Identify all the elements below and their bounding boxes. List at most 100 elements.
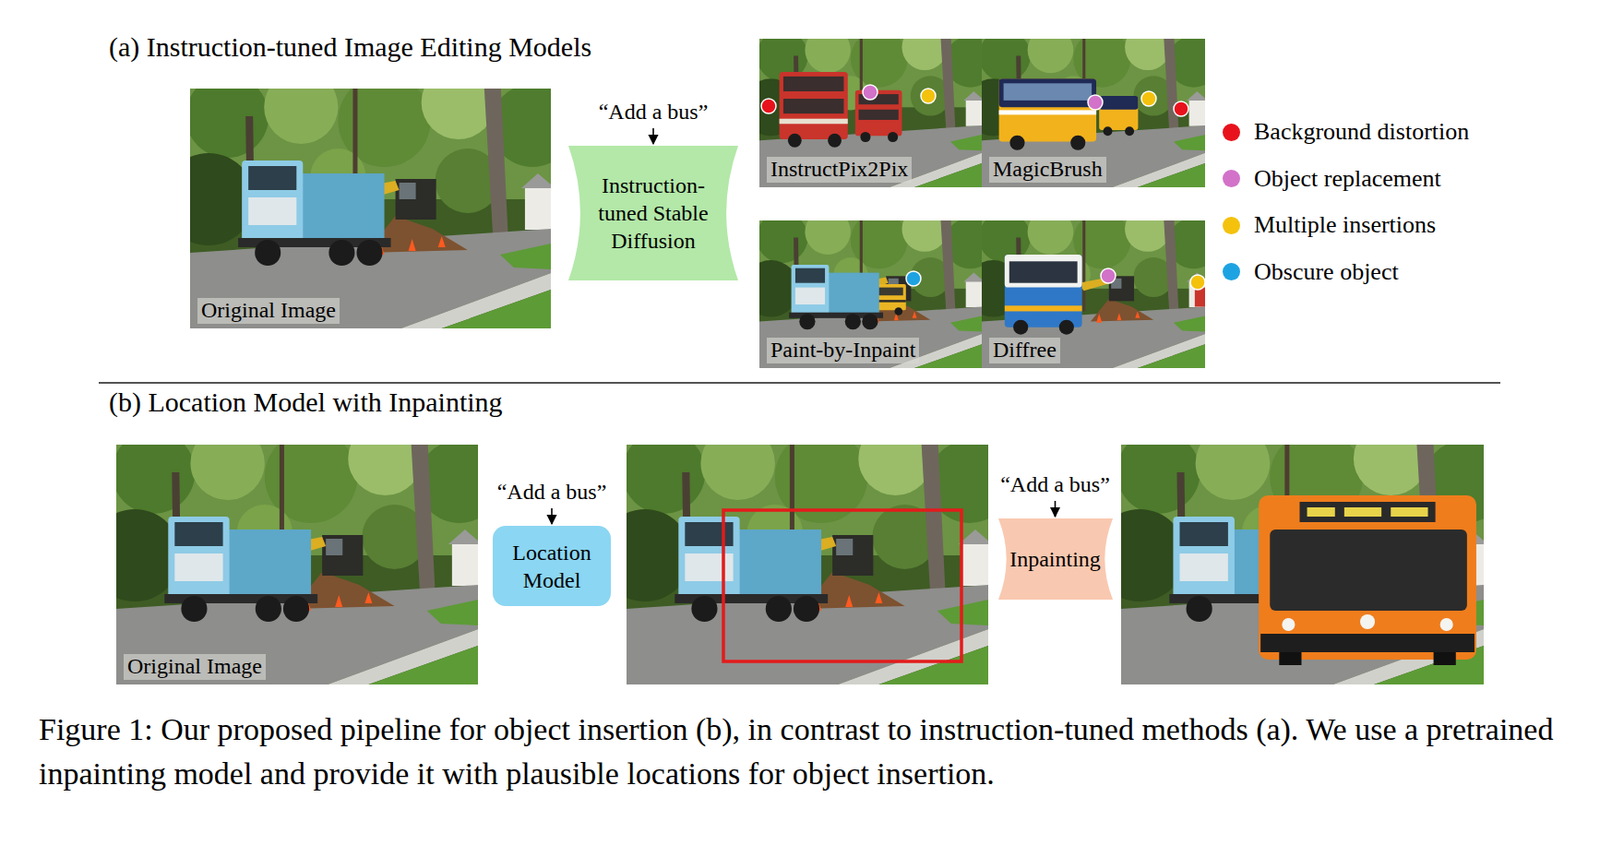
illustration-part — [1003, 83, 1093, 101]
illustration-part — [1344, 507, 1382, 517]
image-caption: Paint-by-Inpaint — [766, 337, 920, 364]
illustration-part — [1098, 95, 1138, 110]
photo-output — [1093, 421, 1507, 685]
illustration-part — [999, 78, 1097, 142]
illustration-part — [1013, 320, 1028, 335]
blue-bus — [1004, 254, 1206, 335]
image-panel: Original Image — [116, 444, 478, 685]
image-caption: Original Image — [123, 654, 266, 681]
model-shape: “Add a bus”Instruction-tuned Stable Diff… — [568, 145, 739, 281]
street-scene — [1093, 421, 1507, 685]
marker-dot — [1141, 91, 1157, 107]
image-caption: Diffree — [989, 337, 1061, 364]
dump-truck — [788, 264, 884, 330]
marker-dot — [1190, 274, 1206, 290]
image-panel: Original Image — [190, 88, 551, 329]
image-panel: MagicBrush — [981, 38, 1206, 188]
dump-truck — [164, 516, 318, 622]
illustration-part — [1124, 126, 1135, 136]
street-scene — [598, 421, 1012, 685]
illustration-part — [1004, 254, 1083, 288]
illustration-part — [783, 98, 845, 114]
illustration-part — [1004, 305, 1083, 311]
illustration-part — [1194, 287, 1206, 308]
image-caption: Original Image — [197, 298, 340, 324]
dump-truck — [674, 516, 828, 622]
street-scene — [88, 421, 502, 685]
legend-entry: Object replacement — [1222, 164, 1442, 194]
illustration-part — [779, 71, 848, 140]
illustration-part — [1440, 618, 1454, 632]
image-panel: Paint-by-Inpaint — [759, 220, 982, 369]
marker-dot — [862, 84, 878, 100]
node-label: Location Model — [492, 538, 611, 595]
marker-dot — [1100, 268, 1116, 284]
node-label: Instruction-tuned Stable Diffusion — [582, 171, 726, 255]
location-box — [723, 510, 962, 662]
yellow-bus — [999, 78, 1139, 150]
illustration-part — [1278, 652, 1302, 666]
hourglass-fill — [998, 518, 1113, 600]
illustration-part — [999, 109, 1097, 115]
illustration-part — [894, 307, 903, 316]
figure-caption: Figure 1: Our proposed pipeline for obje… — [38, 707, 1589, 797]
section-heading: (a) Instruction-tuned Image Editing Mode… — [108, 30, 592, 64]
marker-dot — [1087, 95, 1103, 110]
illustration-part — [1059, 320, 1075, 335]
photo-result — [741, 24, 996, 188]
instruction-text: “Add a bus” — [1000, 470, 1111, 499]
illustration-part — [783, 76, 845, 92]
marker-dot — [906, 271, 921, 287]
photo-result — [964, 24, 1219, 188]
image-caption: InstructPix2Pix — [766, 156, 912, 183]
illustration-part — [1098, 95, 1138, 131]
illustration-part — [1299, 501, 1435, 523]
legend-swatch — [1222, 262, 1241, 281]
illustration-part — [1070, 135, 1086, 151]
illustration-part — [1307, 507, 1336, 517]
legend-label: Multiple insertions — [1253, 210, 1436, 240]
illustration-part — [788, 133, 802, 148]
orange-bus — [1258, 495, 1477, 666]
instruction-arrow — [652, 128, 655, 144]
legend-label: Obscure object — [1253, 257, 1399, 287]
photo-result — [741, 206, 996, 369]
legend-entry: Background distortion — [1222, 117, 1469, 147]
instruction-text: “Add a bus” — [497, 477, 608, 506]
illustration-part — [1103, 126, 1113, 136]
street-scene — [964, 24, 1219, 188]
illustration-part — [779, 119, 848, 125]
legend-label: Object replacement — [1253, 164, 1442, 194]
street-scene — [741, 206, 996, 369]
model-shape: “Add a bus”Inpainting — [998, 518, 1113, 600]
illustration-part — [1258, 495, 1477, 660]
illustration-part — [827, 133, 842, 148]
process-box: “Add a bus”Location Model — [492, 525, 611, 607]
hourglass-fill — [568, 145, 739, 281]
legend-label: Background distortion — [1253, 117, 1469, 147]
illustration-part — [1004, 254, 1083, 328]
illustration-part — [1260, 633, 1475, 653]
illustration-part — [1390, 507, 1428, 517]
legend-entry: Obscure object — [1222, 257, 1399, 287]
construction-site — [1078, 275, 1154, 323]
instruction-arrow — [550, 508, 553, 525]
illustration-part — [1009, 261, 1078, 283]
problem-markers — [761, 84, 1206, 290]
dump-truck — [238, 160, 391, 266]
illustration-part — [1281, 618, 1295, 632]
instruction-arrow — [1054, 501, 1057, 517]
illustration-part — [859, 131, 871, 143]
legend-swatch — [1222, 216, 1241, 235]
street-scene — [964, 206, 1219, 369]
illustration-part — [1269, 529, 1468, 611]
image-caption: MagicBrush — [989, 156, 1107, 183]
street-scene — [741, 24, 996, 188]
red-double-decker — [779, 71, 903, 148]
photo-original — [88, 421, 502, 685]
photo-located — [598, 421, 1012, 685]
illustration-part — [887, 131, 898, 143]
marker-dot — [1173, 101, 1189, 117]
illustration-part — [859, 109, 899, 120]
